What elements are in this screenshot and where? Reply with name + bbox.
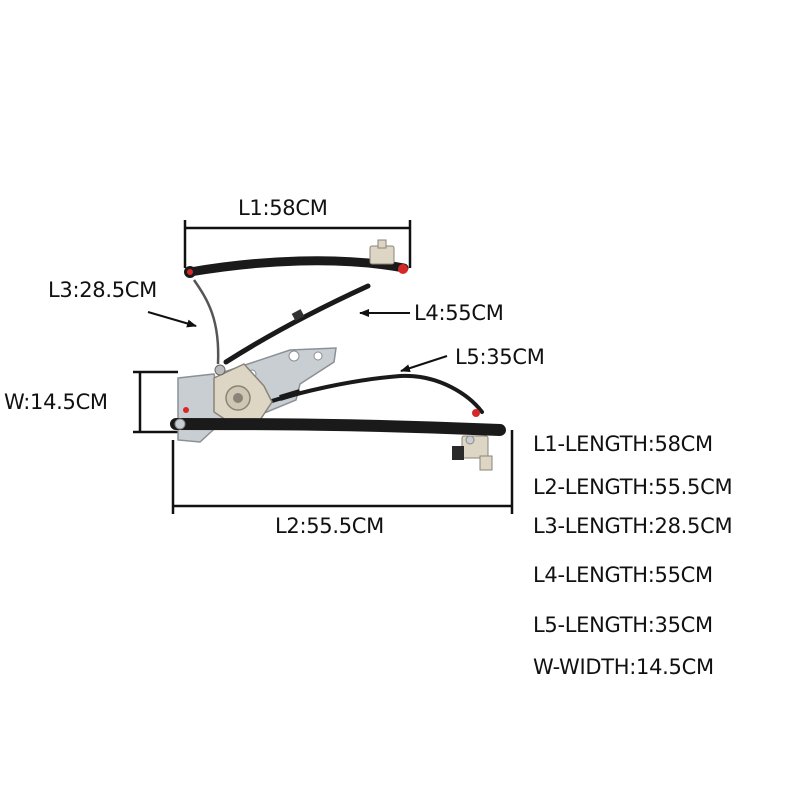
spec-w-width: W-WIDTH:14.5CM: [533, 655, 714, 679]
top-guide-rail: [184, 239, 409, 278]
l2-dimension-label: L2:55.5CM: [275, 514, 384, 538]
l3-cable: [192, 279, 220, 365]
spec-l1-length: L1-LENGTH:58CM: [533, 432, 713, 456]
spec-l5-length: L5-LENGTH:35CM: [533, 613, 713, 637]
spec-l3-length: L3-LENGTH:28.5CM: [533, 514, 733, 538]
l1-dimension-bracket: [183, 220, 412, 268]
l5-pointer-arrow: [400, 355, 448, 373]
l4-dimension-label: L4:55CM: [414, 301, 504, 325]
spec-l4-length: L4-LENGTH:55CM: [533, 563, 713, 587]
l3-pointer-arrow: [147, 311, 197, 328]
l3-dimension-label: L3:28.5CM: [48, 278, 157, 302]
l1-dimension-label: L1:58CM: [238, 196, 328, 220]
l2-dimension-bracket: [171, 430, 514, 514]
gear-housing: [213, 363, 273, 425]
l5-dimension-label: L5:35CM: [455, 345, 545, 369]
w-dimension-label: W:14.5CM: [4, 390, 108, 414]
bottom-guide-rail: [170, 407, 506, 471]
regulator-mechanism: [170, 239, 506, 471]
w-dimension-bracket: [133, 370, 178, 434]
spec-l2-length: L2-LENGTH:55.5CM: [533, 475, 733, 499]
l4-cable: [223, 283, 371, 365]
